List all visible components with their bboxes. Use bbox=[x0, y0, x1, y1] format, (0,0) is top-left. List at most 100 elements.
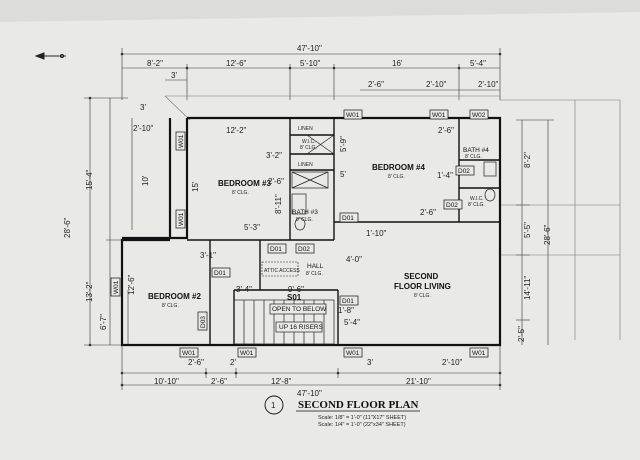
window-tag: W01 bbox=[346, 112, 360, 119]
window-tag: W01 bbox=[178, 134, 185, 148]
dim-top-small-2: 2'-6" bbox=[368, 80, 384, 89]
stair-treads bbox=[233, 299, 335, 345]
dim-int-17: 1'-8" bbox=[338, 306, 354, 315]
dim-right-outer: 28'-6" bbox=[543, 224, 552, 245]
drawing-number-circle bbox=[264, 395, 284, 415]
dim-overall-bottom: 47'-10" bbox=[297, 389, 322, 398]
dim-left-mid-2: 13'-2" bbox=[85, 281, 94, 302]
door-tag: D02 bbox=[298, 246, 310, 253]
scale-note-2: Scale: 1/4" = 1'-0" (22"x34" SHEET) bbox=[318, 422, 406, 428]
dim-int-15: 3'-4" bbox=[236, 285, 252, 294]
dim-left-inner-3: 10' bbox=[141, 175, 150, 186]
hall-clg: 8' CLG. bbox=[306, 271, 323, 277]
dim-right-mid-2: 5'-5" bbox=[523, 222, 532, 238]
door-tag: D01 bbox=[270, 246, 282, 253]
dim-bottom-1: 10'-10" bbox=[154, 377, 179, 386]
dim-right-mid-1: 8'-2" bbox=[523, 152, 532, 168]
dimension-ticks bbox=[88, 52, 502, 387]
room-labels: BEDROOM #3 8' CLG. BEDROOM #4 8' CLG. BE… bbox=[148, 126, 489, 331]
window-door-tags: W01 W01 W02 W01 W01 W01 W01 W01 W01 D01 … bbox=[113, 112, 486, 357]
dim-int-4: 2'-6" bbox=[268, 177, 284, 186]
wic2-name: W.I.C. bbox=[470, 196, 484, 202]
linen-1: LINEN bbox=[298, 126, 313, 132]
dim-left-mid-1: 15'-4" bbox=[85, 169, 94, 190]
living-name-2: FLOOR LIVING bbox=[394, 282, 451, 291]
dim-int-1: 12'-2" bbox=[226, 126, 247, 135]
title-block: 1 SECOND FLOOR PLAN Scale: 1/8" = 1'-0" … bbox=[271, 399, 418, 428]
window-tag: W01 bbox=[472, 350, 486, 357]
drawing-number: 1 bbox=[271, 401, 276, 410]
dim-top-small-1: 3' bbox=[171, 71, 177, 80]
dim-left-inner-1: 3' bbox=[140, 103, 146, 112]
stair-tag: S01 bbox=[287, 293, 302, 302]
dim-int-9: 2'-6" bbox=[438, 126, 454, 135]
dim-bottom-small-2: 2' bbox=[230, 358, 236, 367]
dim-left-outer: 28'-6" bbox=[63, 217, 72, 238]
wic2-clg: 8' CLG. bbox=[468, 202, 485, 208]
dim-int-14: 4'-0" bbox=[346, 255, 362, 264]
scale-note-1: Scale: 1/8" = 1'-0" (11"X17" SHEET) bbox=[318, 415, 406, 421]
wic1-name: W.I.C. bbox=[302, 139, 316, 145]
bedroom2-clg: 8' CLG. bbox=[162, 303, 179, 309]
dim-int-3: 3'-2" bbox=[266, 151, 282, 160]
bedroom4-name: BEDROOM #4 bbox=[372, 163, 425, 172]
living-name-1: SECOND bbox=[404, 272, 438, 281]
bedroom3-clg: 8' CLG. bbox=[232, 190, 249, 196]
dim-top-3: 5'-10" bbox=[300, 59, 321, 68]
window-tag: W01 bbox=[240, 350, 254, 357]
dim-bottom-3: 12'-8" bbox=[271, 377, 292, 386]
drawing-title: SECOND FLOOR PLAN bbox=[298, 399, 418, 411]
bath4-name: BATH #4 bbox=[463, 147, 489, 154]
dim-right-mid-4: 2'-5" bbox=[517, 326, 526, 342]
dim-int-16: 9'-6" bbox=[288, 285, 304, 294]
door-tag: D01 bbox=[214, 270, 226, 277]
dimension-labels: 47'-10" 8'-2" 12'-6" 5'-10" 16' 5'-4" 3'… bbox=[63, 44, 552, 398]
door-tag: D02 bbox=[458, 168, 470, 175]
dimension-lines bbox=[84, 48, 554, 390]
dim-bottom-2: 2'-6" bbox=[211, 377, 227, 386]
dim-bottom-4: 21'-10" bbox=[406, 377, 431, 386]
living-clg: 8' CLG. bbox=[414, 293, 431, 299]
bath4-clg: 8' CLG. bbox=[465, 154, 482, 160]
bath3-clg: 8' CLG. bbox=[296, 217, 313, 223]
north-arrow-icon bbox=[34, 52, 66, 60]
dim-int-10: 1'-4" bbox=[437, 171, 453, 180]
window-tag: W01 bbox=[178, 212, 185, 226]
dim-int-2: 15' bbox=[191, 181, 200, 192]
bedroom2-name: BEDROOM #2 bbox=[148, 292, 201, 301]
tag-boxes bbox=[110, 109, 489, 358]
interior-walls bbox=[187, 118, 500, 345]
dim-overall-top: 47'-10" bbox=[297, 44, 322, 53]
door-tag: D03 bbox=[200, 316, 207, 328]
dim-top-1: 8'-2" bbox=[147, 59, 163, 68]
window-tag: W02 bbox=[472, 112, 486, 119]
dim-bottom-small-1: 2'-6" bbox=[188, 358, 204, 367]
dim-int-8: 5' bbox=[340, 170, 346, 179]
dim-left-inner-2: 2'-10" bbox=[133, 124, 154, 133]
dim-int-12: 1'-10" bbox=[366, 229, 387, 238]
attic-access-hatch bbox=[261, 261, 299, 277]
stair-up-label: UP 16 RISERS bbox=[279, 324, 324, 331]
dim-int-7: 5'-9" bbox=[339, 136, 348, 152]
paper-shadow bbox=[0, 0, 640, 22]
bath-fixtures bbox=[291, 134, 497, 231]
roof-outline bbox=[164, 95, 621, 340]
bedroom3-name: BEDROOM #3 bbox=[218, 179, 271, 188]
dim-int-5: 8'-11" bbox=[274, 194, 283, 214]
dim-top-2: 12'-6" bbox=[226, 59, 247, 68]
wic1-clg: 8' CLG. bbox=[300, 145, 317, 151]
dim-bottom-small-4: 2'-10" bbox=[442, 358, 463, 367]
bath3-name: BATH #3 bbox=[292, 209, 318, 216]
dim-top-small-4: 2'-10" bbox=[478, 80, 499, 89]
window-tag-w01-left: W01 bbox=[113, 280, 120, 294]
dim-top-5: 5'-4" bbox=[470, 59, 486, 68]
window-tag: W01 bbox=[182, 350, 196, 357]
attic-label: ATTIC ACCESS bbox=[264, 268, 300, 274]
dim-int-18: 5'-4" bbox=[344, 318, 360, 327]
door-tag: D02 bbox=[446, 202, 458, 209]
dim-top-small-3: 2'-10" bbox=[426, 80, 447, 89]
hall-name: HALL bbox=[307, 263, 324, 270]
window-tag: W01 bbox=[346, 350, 360, 357]
